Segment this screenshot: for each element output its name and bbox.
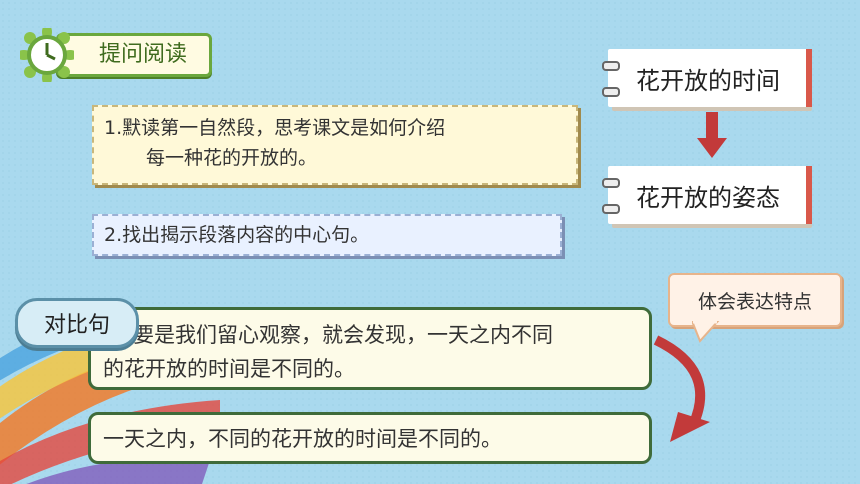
sentence-1: 要是我们留心观察，就会发现，一天之内不同 的花开放的时间是不同的。 [88, 307, 652, 390]
arrow-down-icon [697, 112, 727, 158]
question-2: 2.找出揭示段落内容的中心句。 [92, 214, 562, 256]
card-flower-posture-label: 花开放的姿态 [636, 183, 780, 212]
sentence-1-line-2: 的花开放的时间是不同的。 [103, 357, 355, 381]
question-1-line-1: 1.默读第一自然段，思考课文是如何介绍 [104, 117, 446, 139]
compare-label: 对比句 [15, 298, 139, 348]
binder-ring [602, 61, 620, 71]
sentence-1-line-1: 要是我们留心观察，就会发现，一天之内不同 [133, 323, 553, 347]
card-flower-time: 花开放的时间 [602, 49, 812, 107]
card-flower-time-label: 花开放的时间 [636, 66, 780, 95]
speech-bubble-tail [692, 321, 720, 343]
binder-ring [602, 87, 620, 97]
card-tab [806, 166, 812, 224]
question-1-line-2: 每一种花的开放的。 [146, 147, 318, 169]
question-1: 1.默读第一自然段，思考课文是如何介绍 每一种花的开放的。 [92, 105, 578, 185]
binder-ring [602, 204, 620, 214]
card-tab [806, 49, 812, 107]
section-header: 提问阅读 [20, 28, 213, 82]
sentence-2: 一天之内，不同的花开放的时间是不同的。 [88, 412, 652, 464]
speech-bubble: 体会表达特点 [668, 273, 842, 327]
card-flower-posture: 花开放的姿态 [602, 166, 812, 224]
binder-ring [602, 178, 620, 188]
clock-icon [20, 28, 74, 82]
page-title: 提问阅读 [56, 33, 213, 77]
curved-arrow-icon [653, 335, 710, 442]
